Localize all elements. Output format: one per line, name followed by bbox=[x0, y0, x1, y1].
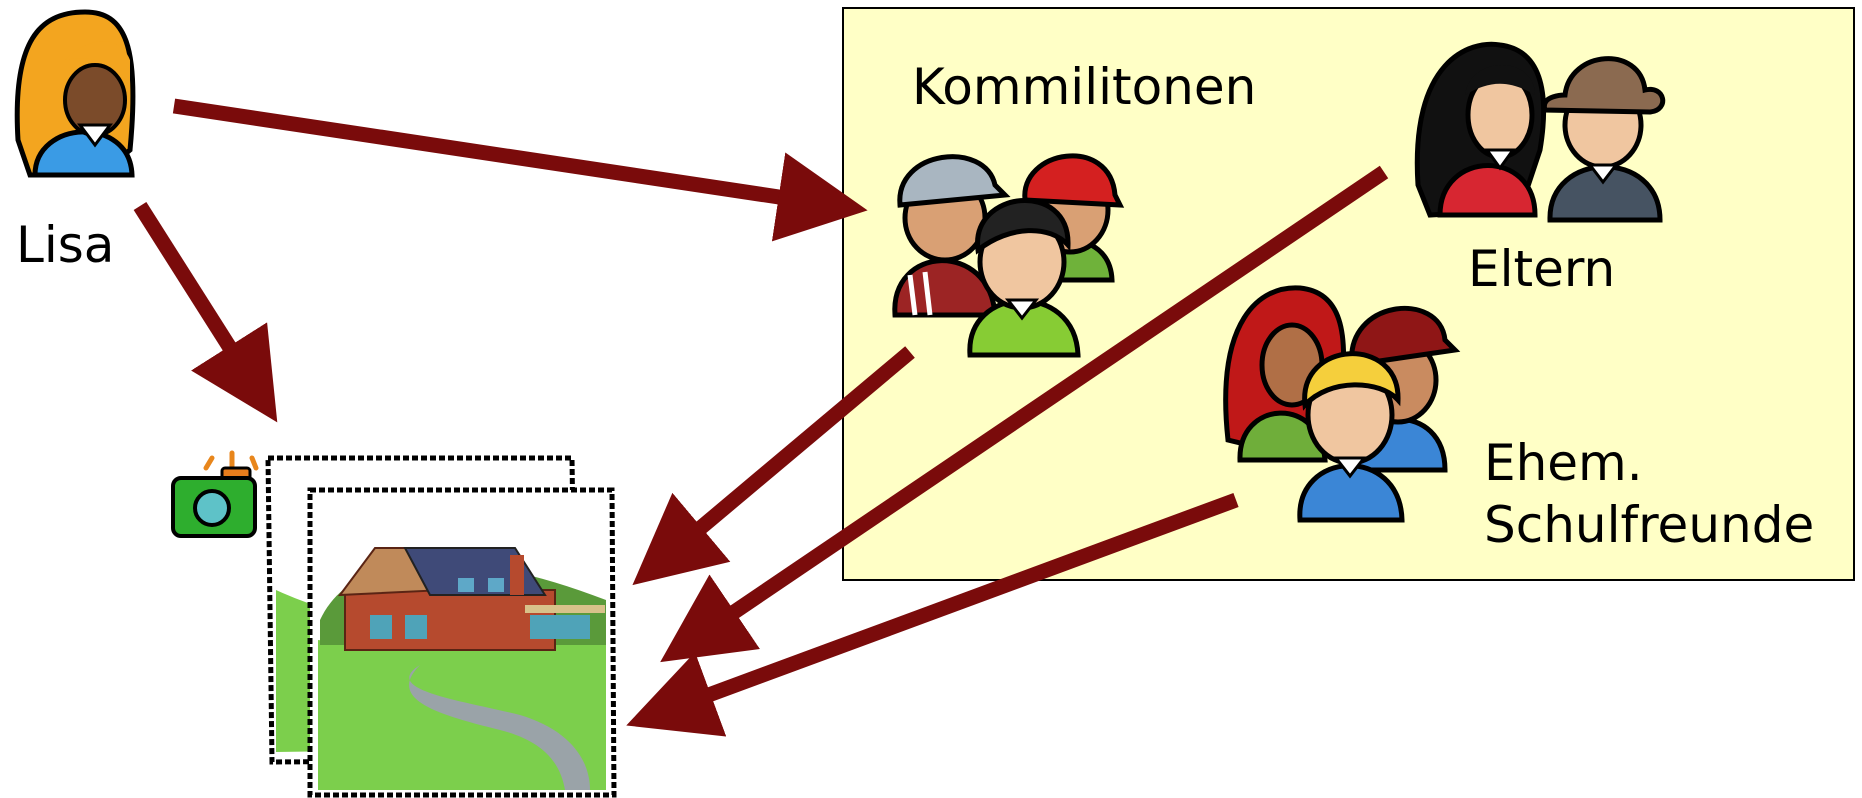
arrow-classmates-to-photo bbox=[632, 346, 915, 586]
arrow-parents-to-photo bbox=[660, 165, 1389, 663]
group-school-friends-label-line2: Schulfreunde bbox=[1484, 496, 1814, 554]
group-parents-label: Eltern bbox=[1468, 240, 1615, 298]
person-blonde-icon bbox=[14, 9, 136, 178]
arrows bbox=[133, 98, 1389, 737]
arrow-lisa-to-photo bbox=[133, 201, 278, 423]
parents-group-icon bbox=[1414, 41, 1666, 223]
school-friends-group-icon bbox=[1223, 285, 1461, 523]
group-school-friends-label-line1: Ehem. bbox=[1484, 434, 1643, 492]
group-classmates-label: Kommilitonen bbox=[912, 58, 1256, 116]
sender-label: Lisa bbox=[16, 216, 114, 274]
arrow-school-friends-to-photo bbox=[626, 492, 1239, 737]
classmates-group-icon bbox=[892, 153, 1125, 358]
camera-icon bbox=[171, 450, 259, 538]
arrow-lisa-to-classmates bbox=[172, 98, 868, 242]
house-photo-icon bbox=[265, 455, 617, 798]
